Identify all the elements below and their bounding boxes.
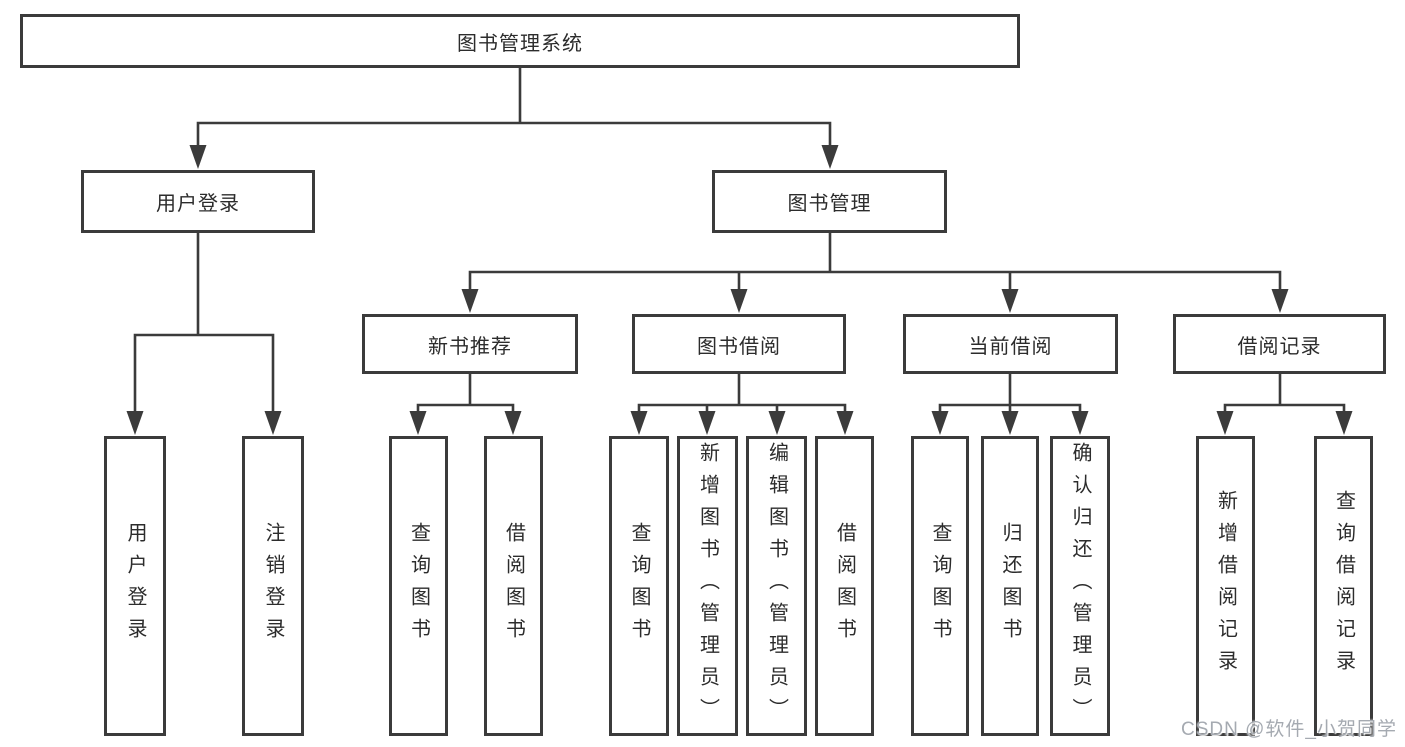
node-label: 借阅图书 <box>833 522 856 650</box>
leaf-records-query-record: 查询借阅记录 <box>1314 436 1373 736</box>
node-label: 借阅记录 <box>1237 335 1322 358</box>
node-label: 查询图书 <box>407 522 430 650</box>
arrowhead <box>1001 289 1019 313</box>
node-label: 新增图书（管理员） <box>696 442 719 730</box>
leaf-current-return-books: 归还图书 <box>981 436 1039 736</box>
node-label: 借阅图书 <box>502 522 525 650</box>
arrowhead <box>1335 411 1353 435</box>
node-book-management: 图书管理 <box>712 170 947 233</box>
arrowhead <box>1216 411 1234 435</box>
arrowhead <box>931 411 949 435</box>
node-label: 编辑图书（管理员） <box>765 442 788 730</box>
arrowhead <box>504 411 522 435</box>
leaf-borrow-query-books: 查询图书 <box>609 436 669 736</box>
arrowhead <box>1271 289 1289 313</box>
node-label: 查询图书 <box>628 522 650 650</box>
arrowhead <box>698 411 716 435</box>
node-current-borrowing: 当前借阅 <box>903 314 1118 374</box>
leaf-borrow-add-books-admin: 新增图书（管理员） <box>677 436 738 736</box>
leaf-logout: 注销登录 <box>242 436 304 736</box>
watermark: CSDN @软件_小贺同学 <box>1181 719 1397 740</box>
arrowhead <box>1071 411 1089 435</box>
arrowhead <box>768 411 786 435</box>
arrowhead <box>189 145 207 169</box>
arrowhead <box>126 411 144 435</box>
node-book-borrowing: 图书借阅 <box>632 314 846 374</box>
leaf-current-confirm-return-admin: 确认归还（管理员） <box>1050 436 1110 736</box>
node-label: 查询图书 <box>929 522 951 650</box>
node-label: 图书借阅 <box>697 335 781 358</box>
arrowhead <box>1001 411 1019 435</box>
leaf-recommend-borrow-books: 借阅图书 <box>484 436 543 736</box>
node-label: 用户登录 <box>156 193 240 215</box>
node-library-system: 图书管理系统 <box>20 14 1020 68</box>
arrowhead <box>461 289 479 313</box>
node-borrowing-records: 借阅记录 <box>1173 314 1386 374</box>
arrowhead <box>264 411 282 435</box>
arrowhead <box>409 411 427 435</box>
arrowhead <box>630 411 648 435</box>
leaf-current-query-books: 查询图书 <box>911 436 969 736</box>
node-label: 确认归还（管理员） <box>1069 442 1091 730</box>
node-label: 注销登录 <box>262 522 284 650</box>
node-label: 图书管理系统 <box>457 32 583 55</box>
node-label: 查询借阅记录 <box>1332 490 1355 682</box>
arrowhead <box>730 289 748 313</box>
node-label: 图书管理 <box>787 193 872 215</box>
leaf-recommend-query-books: 查询图书 <box>389 436 448 736</box>
leaf-borrow-edit-books-admin: 编辑图书（管理员） <box>746 436 807 736</box>
leaf-borrow-borrow-books: 借阅图书 <box>815 436 874 736</box>
node-label: 归还图书 <box>999 522 1021 650</box>
leaf-user-login: 用户登录 <box>104 436 166 736</box>
node-user-login: 用户登录 <box>81 170 315 233</box>
node-label: 新增借阅记录 <box>1214 490 1237 682</box>
node-label: 用户登录 <box>124 522 146 650</box>
arrowhead <box>821 145 839 169</box>
node-new-book-recommend: 新书推荐 <box>362 314 578 374</box>
leaf-records-add-record: 新增借阅记录 <box>1196 436 1255 736</box>
node-label: 新书推荐 <box>428 335 512 358</box>
node-label: 当前借阅 <box>968 335 1053 358</box>
arrowhead <box>836 411 854 435</box>
